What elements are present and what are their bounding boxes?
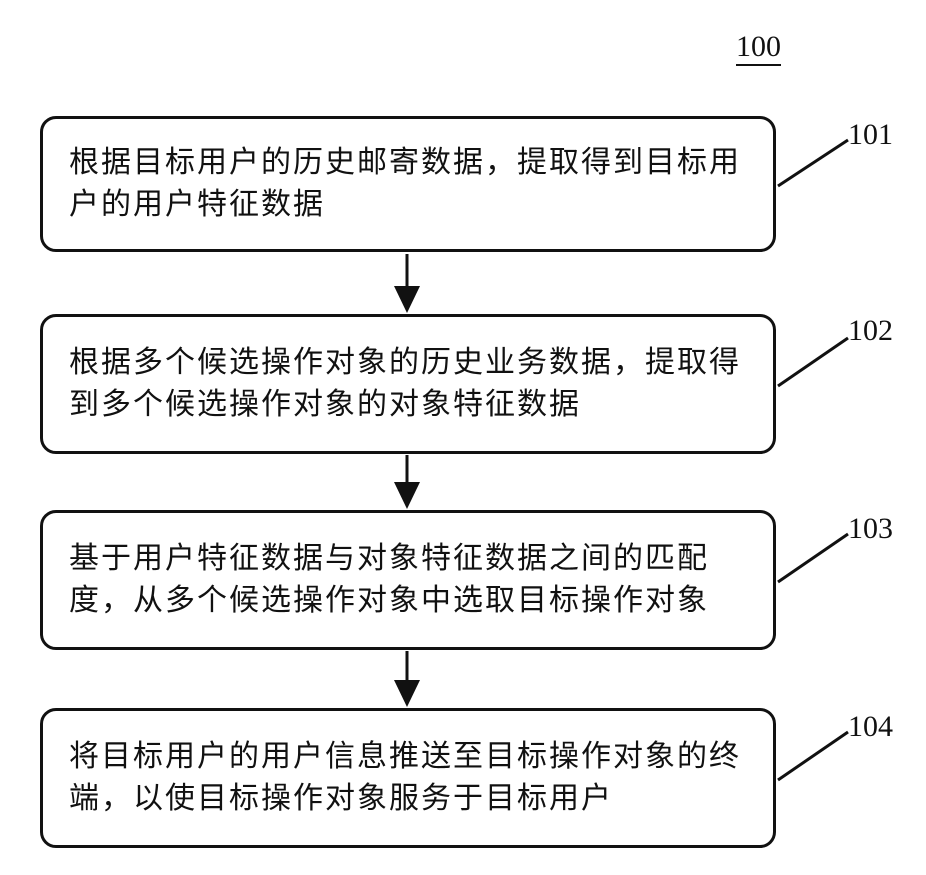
leader-line-102 [778,338,848,386]
arrow-102-to-103 [394,455,420,509]
arrow-103-to-104 [394,651,420,707]
arrow-101-to-102 [394,254,420,313]
leader-line-104 [778,732,848,780]
leader-line-101 [778,140,848,186]
leader-line-103 [778,534,848,582]
